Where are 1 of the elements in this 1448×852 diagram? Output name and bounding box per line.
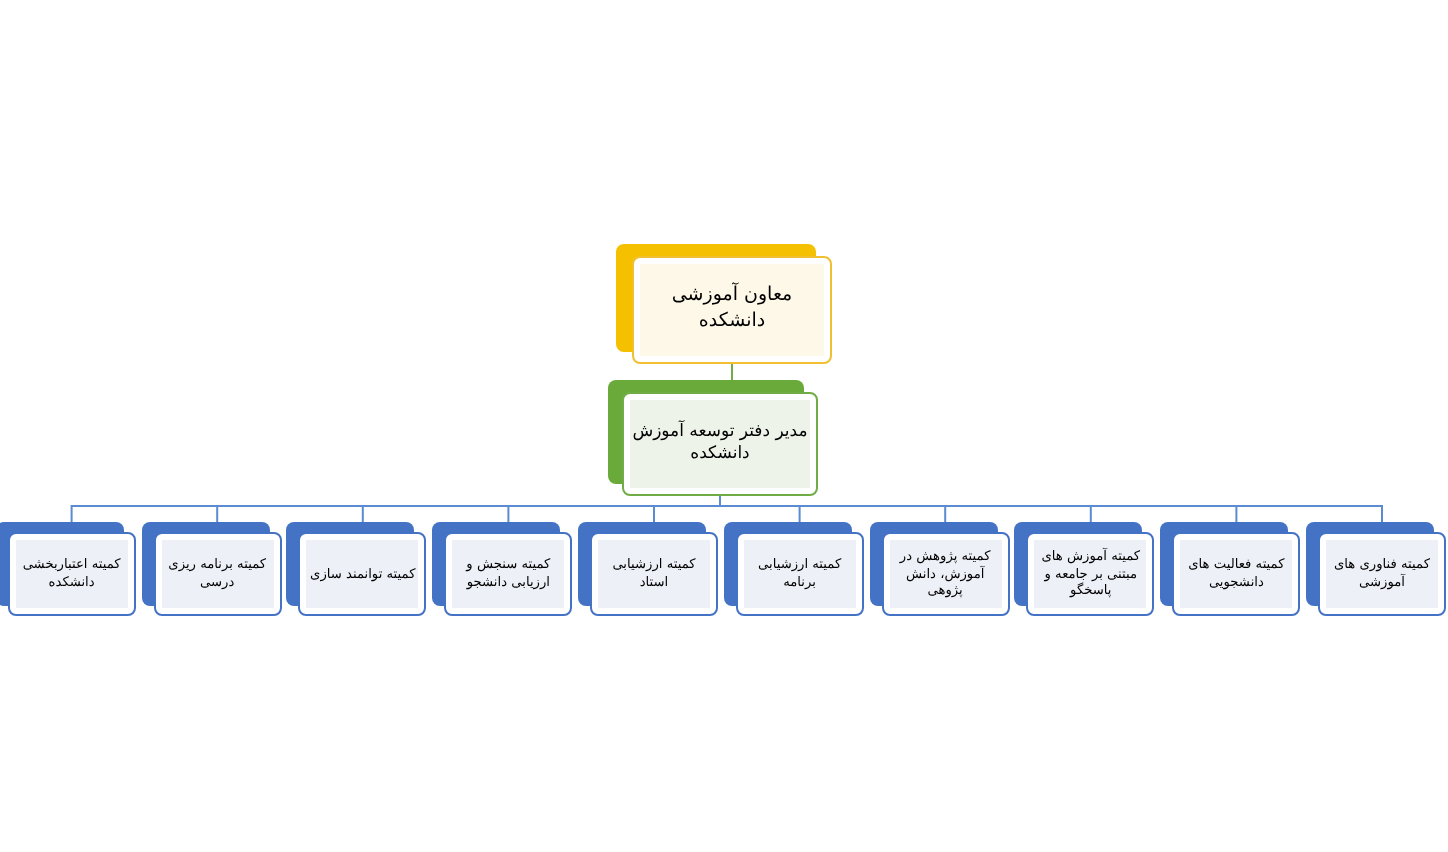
connector-line	[731, 363, 733, 381]
